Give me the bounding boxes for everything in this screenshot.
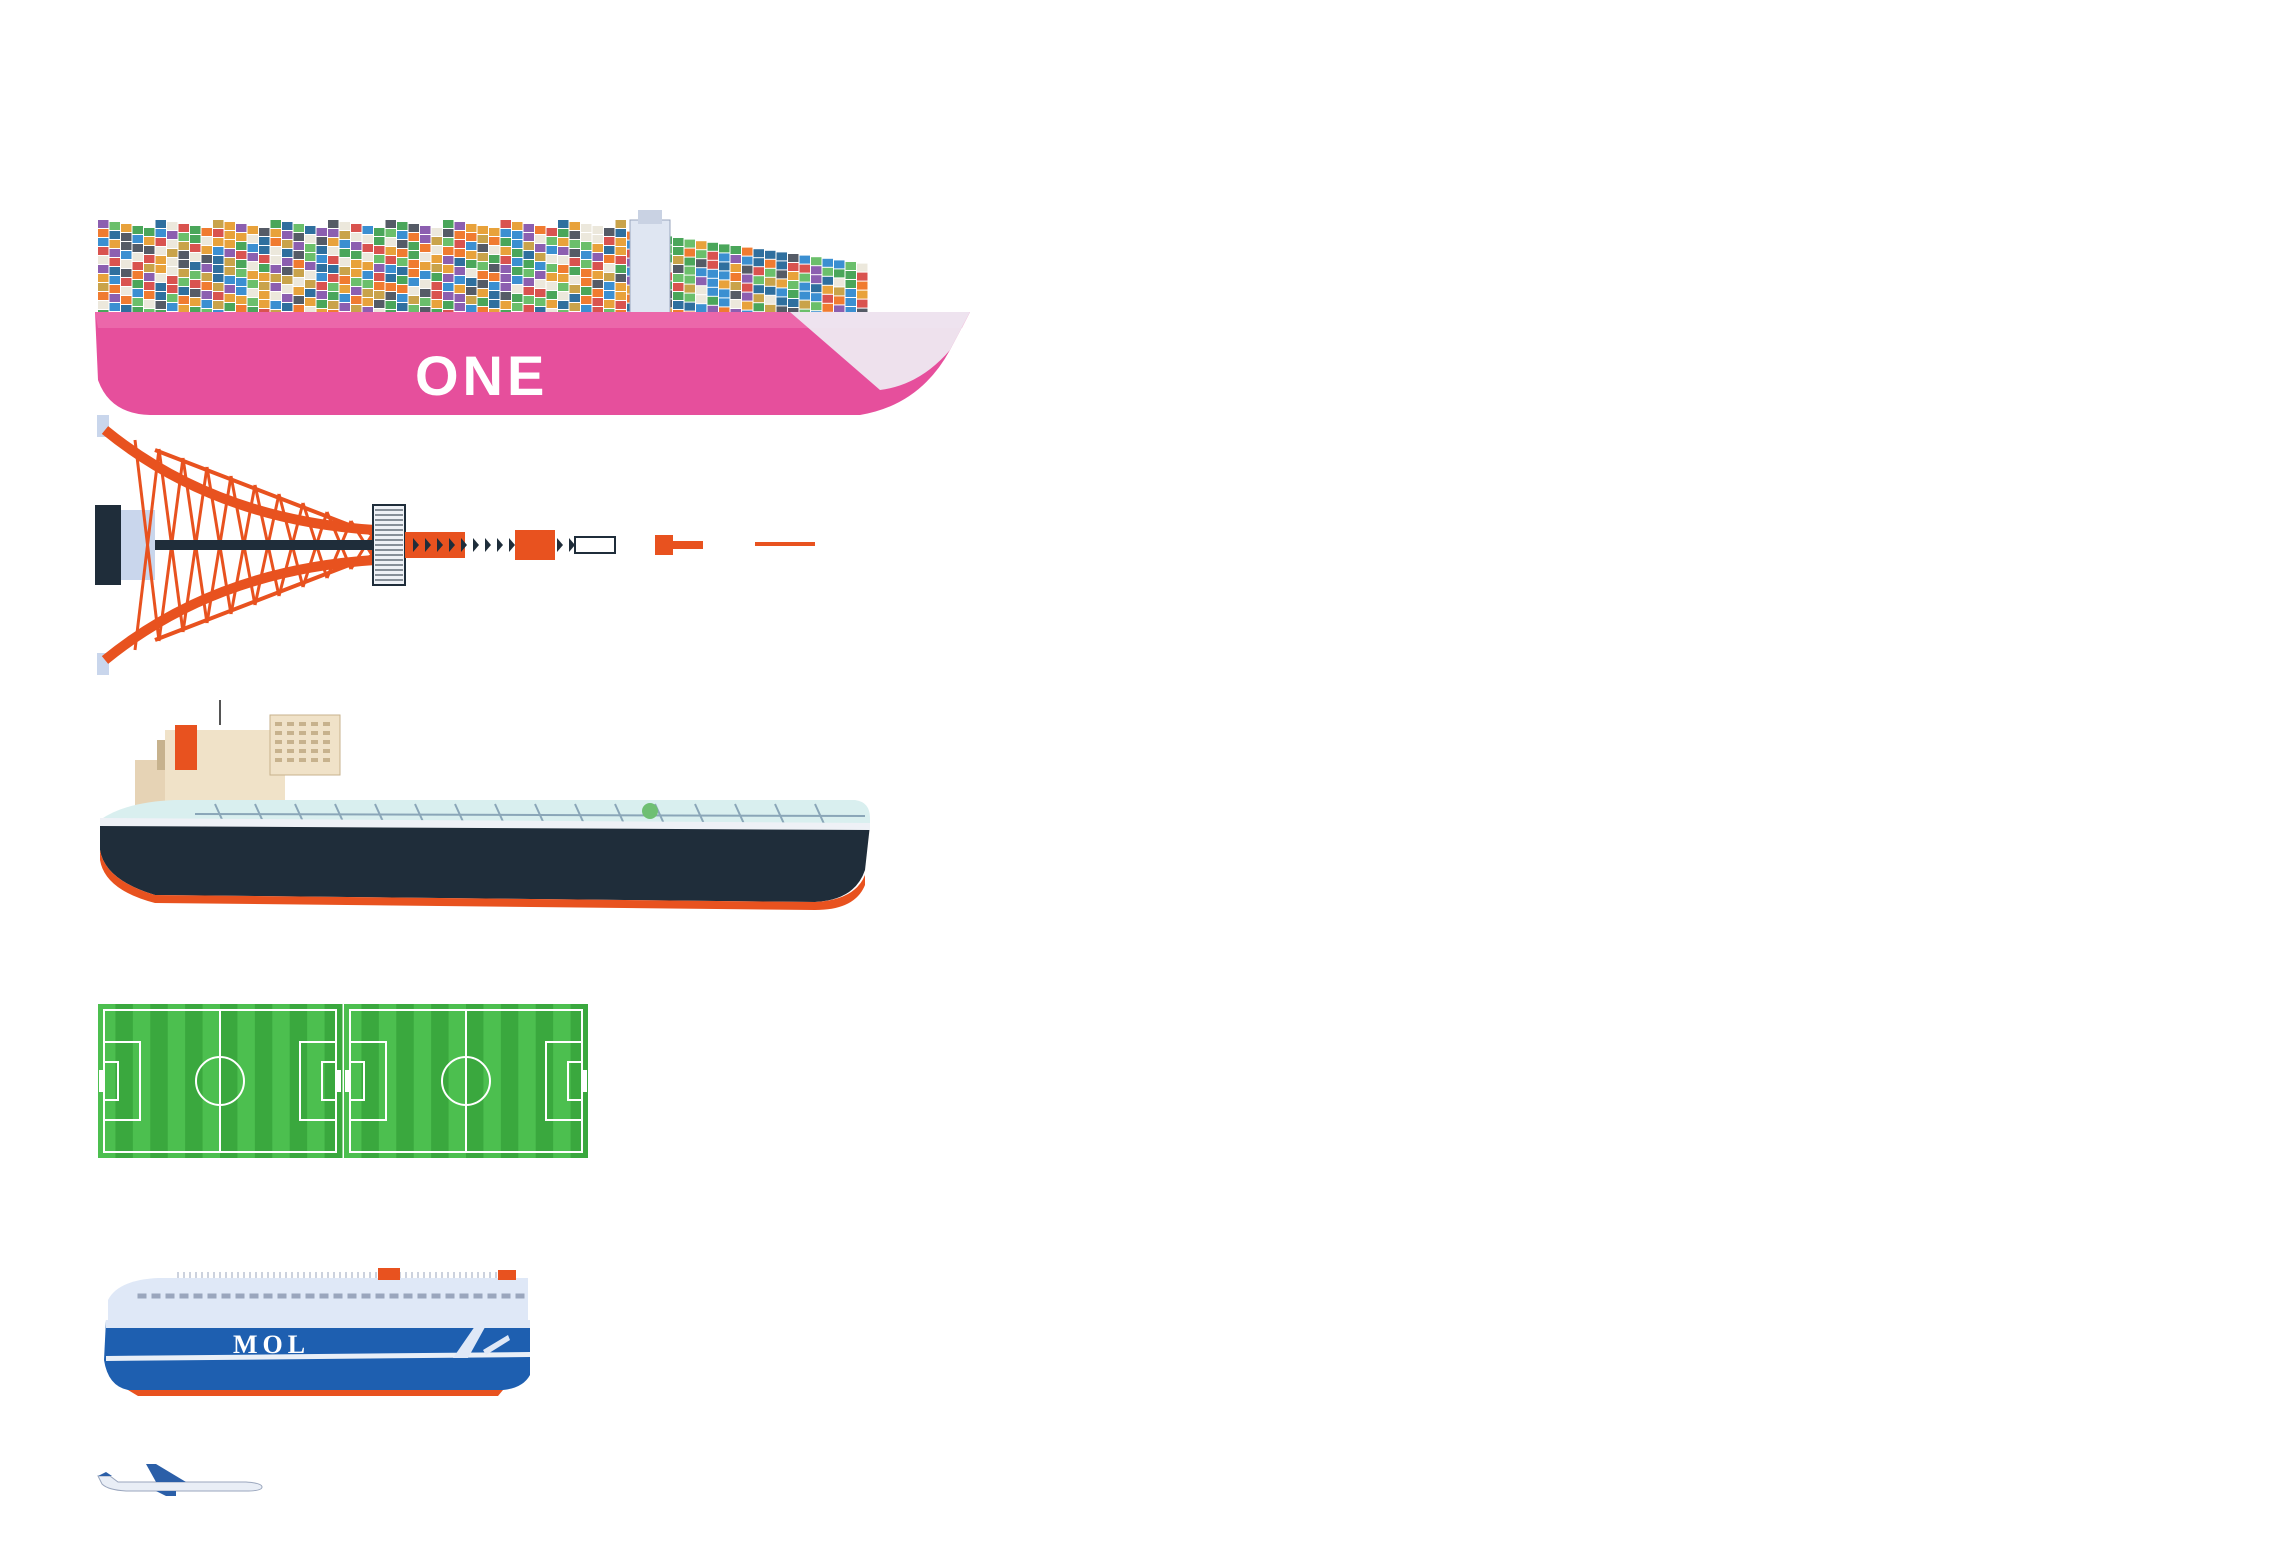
ship-hull bbox=[95, 312, 970, 415]
airplane-illustration bbox=[96, 1462, 266, 1498]
tanker-graphic bbox=[100, 700, 870, 910]
ship-hull-label: ONE bbox=[415, 344, 548, 407]
car-carrier-illustration: MOL bbox=[98, 1260, 548, 1400]
football-fields-illustration bbox=[98, 1004, 588, 1158]
tower-illustration bbox=[95, 410, 835, 680]
tanker-illustration bbox=[95, 700, 875, 910]
container-ship-graphic: ONE bbox=[95, 210, 970, 415]
car-carrier-graphic: MOL bbox=[104, 1268, 530, 1396]
container-stacks bbox=[98, 220, 868, 320]
container-ship-illustration: ONE bbox=[90, 200, 990, 430]
tower-graphic bbox=[95, 415, 815, 675]
football-fields-graphic bbox=[98, 1004, 588, 1158]
airplane-graphic bbox=[97, 1464, 263, 1496]
car-carrier-label: MOL bbox=[233, 1330, 310, 1359]
